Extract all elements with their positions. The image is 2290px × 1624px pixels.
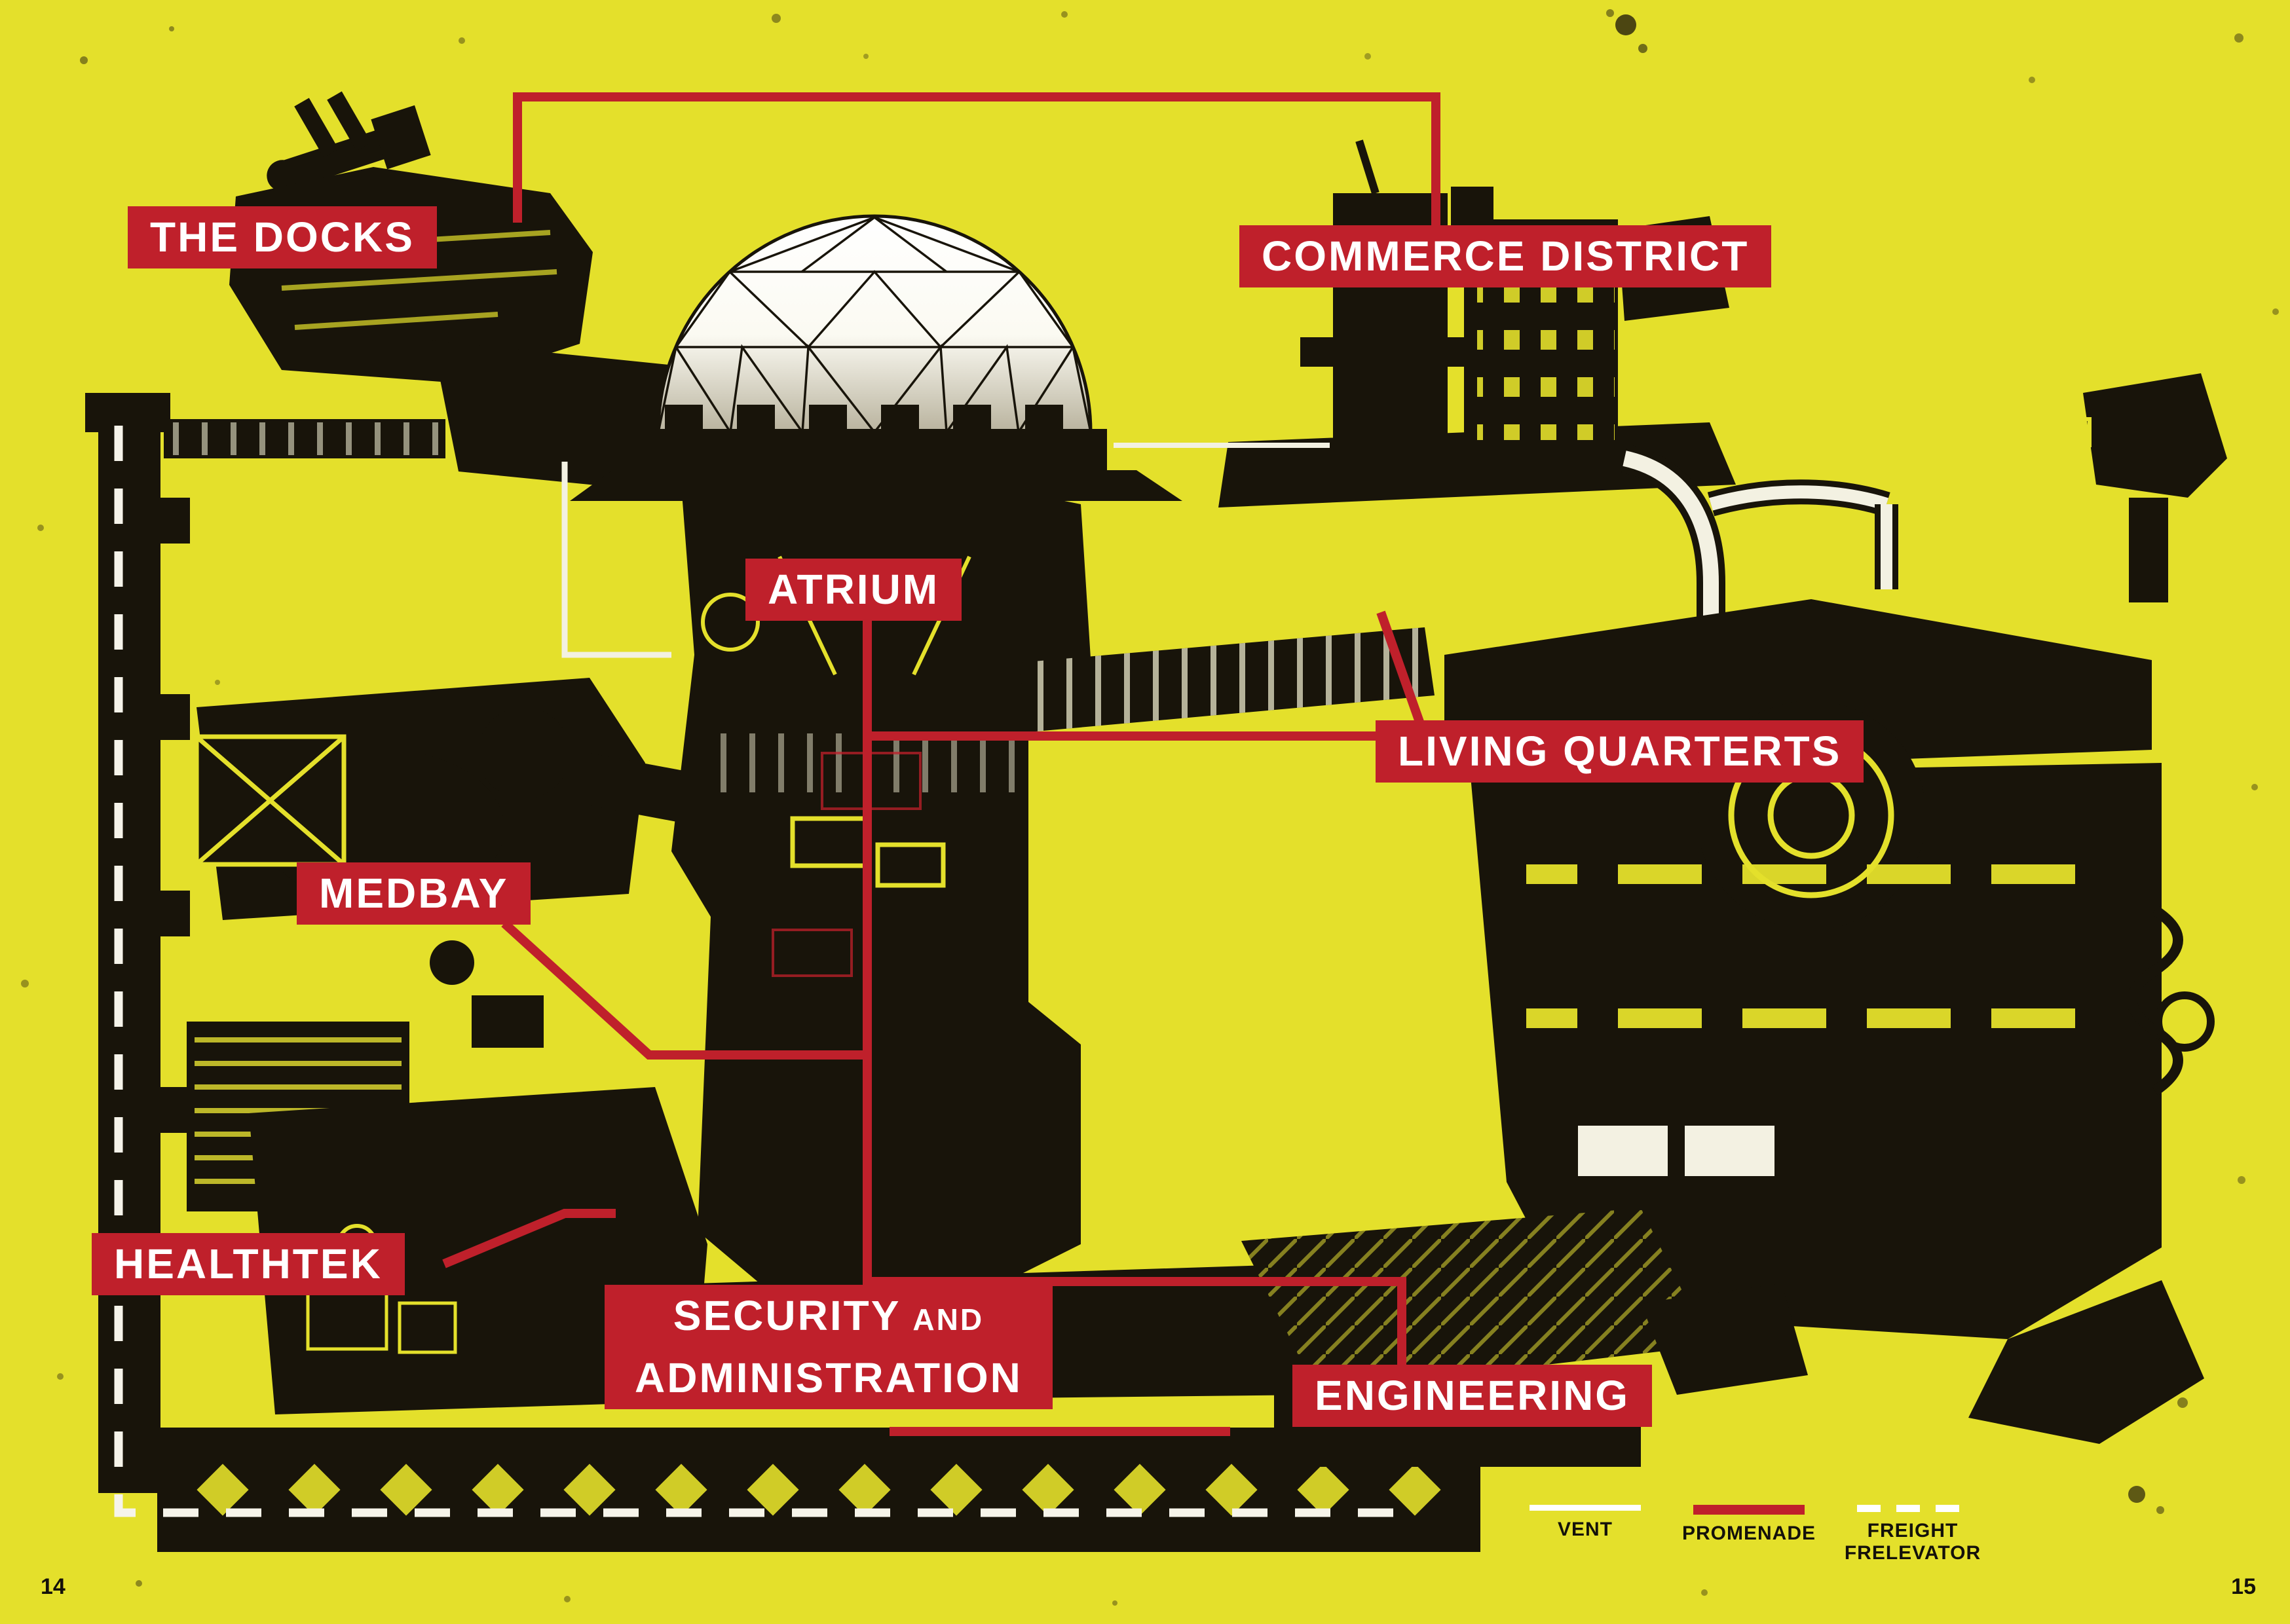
- vent-legend-label: VENT: [1557, 1519, 1613, 1540]
- security-label-line1: SECURITY AND: [635, 1285, 1023, 1347]
- geodesic-dome: [570, 214, 1182, 501]
- label-commerce-district: COMMERCE DISTRICT: [1239, 225, 1772, 287]
- freight-legend-line2: FRELEVATOR: [1844, 1542, 1981, 1564]
- label-living-quarters: LIVING QUARTERTS: [1376, 720, 1864, 783]
- security-label-word-main: SECURITY: [673, 1292, 901, 1339]
- left-tower: [85, 393, 445, 1493]
- base-platform: [157, 1428, 1480, 1552]
- freight-line-swatch: [1857, 1505, 1968, 1512]
- label-atrium: ATRIUM: [745, 559, 962, 621]
- legend-item-promenade: PROMENADE: [1682, 1505, 1815, 1545]
- vent-pipes: [561, 443, 1898, 688]
- freight-elevator-line: [114, 426, 1412, 1517]
- freight-legend-label: FREIGHT FRELEVATOR: [1845, 1520, 1981, 1564]
- label-healthtek: HEALTHTEK: [92, 1233, 405, 1295]
- promenade-bridge: [1019, 627, 1435, 732]
- commerce-structure: [1218, 139, 1736, 507]
- label-medbay: MEDBAY: [297, 862, 531, 925]
- legend-item-freight: FREIGHT FRELEVATOR: [1845, 1505, 1980, 1564]
- page-number-right: 15: [2231, 1574, 2256, 1599]
- promenade-legend-label: PROMENADE: [1682, 1522, 1816, 1544]
- living-quarters-structure: [1444, 373, 2227, 1444]
- label-engineering: ENGINEERING: [1292, 1365, 1653, 1427]
- label-security-administration: SECURITY AND ADMINISTRATION: [605, 1285, 1053, 1409]
- security-label-word-and: AND: [912, 1302, 985, 1337]
- promenade-lines: [442, 92, 1440, 1436]
- vent-line-swatch: [1530, 1505, 1641, 1511]
- label-the-docks: THE DOCKS: [128, 206, 437, 268]
- page-number-left: 14: [41, 1574, 66, 1599]
- security-label-line2: ADMINISTRATION: [635, 1354, 1023, 1401]
- legend-item-vent: VENT: [1526, 1505, 1644, 1541]
- promenade-line-swatch: [1693, 1505, 1805, 1515]
- map-legend: VENT PROMENADE FREIGHT FRELEVATOR: [1526, 1505, 1980, 1564]
- freight-legend-line1: FREIGHT: [1867, 1520, 1959, 1541]
